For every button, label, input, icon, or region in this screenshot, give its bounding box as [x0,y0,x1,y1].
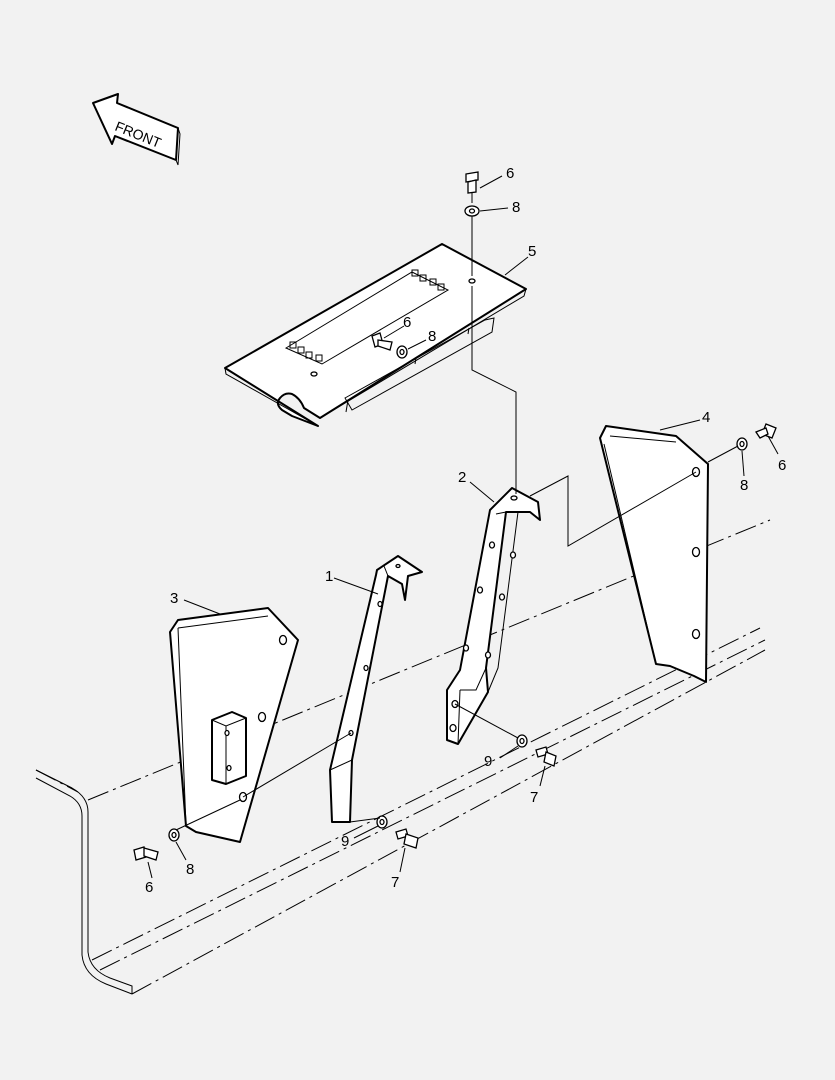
callout-4: 4 [702,409,710,426]
assembly-lines [175,193,739,831]
part-2-bracket [446,487,541,745]
callout-8: 8 [740,477,748,494]
part-1-bracket [329,555,423,823]
callout-9: 9 [484,753,492,770]
washer-8-top [464,205,480,217]
callout-5: 5 [528,243,536,260]
part-3-plate [169,607,299,843]
callout-8: 8 [428,328,436,345]
washer-8-left [168,828,180,842]
bolt-7-left [395,828,419,849]
bolt-6-left [133,846,159,861]
callout-6: 6 [145,879,153,896]
callout-7: 7 [391,874,399,891]
callout-7: 7 [530,789,538,806]
washer-9-right [516,734,528,748]
callout-3: 3 [170,590,178,607]
part-4-plate [599,425,709,683]
callout-2: 2 [458,469,466,486]
callout-8: 8 [186,861,194,878]
washer-9-left [376,815,388,829]
front-arrow-icon: FRONT [92,93,181,166]
bolt-6-top [465,171,479,194]
callout-6: 6 [403,314,411,331]
callouts: 6 8 5 6 8 4 8 6 2 1 3 9 7 9 7 8 6 [145,165,786,896]
callout-9: 9 [341,833,349,850]
callout-6: 6 [506,165,514,182]
callout-6: 6 [778,457,786,474]
leader-lines [147,175,779,879]
washer-8-right [736,437,748,451]
bolt-7-right [535,746,557,767]
callout-8: 8 [512,199,520,216]
washer-8-plate [396,345,408,359]
bolt-6-plate [371,332,393,351]
bolt-6-right [755,423,777,439]
callout-1: 1 [325,568,333,585]
